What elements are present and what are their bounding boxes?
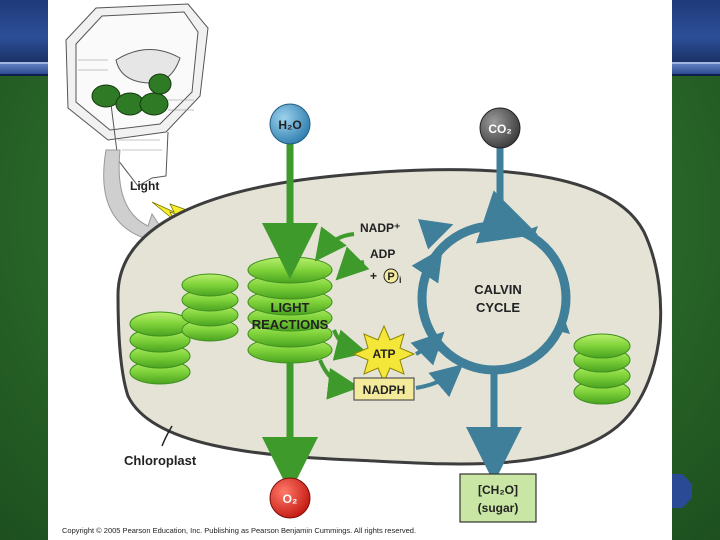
atp-label: ATP: [372, 347, 395, 361]
atp-to-calvin-arrow: [410, 331, 445, 366]
sugar-label-line1: [CH₂O]: [478, 483, 518, 497]
nadp-return-arrow: [314, 226, 355, 262]
pi-i-label: i: [399, 275, 402, 285]
pi-circle: [383, 268, 399, 284]
nadph-box: [353, 377, 415, 401]
chloroplast-label: Chloroplast: [124, 453, 197, 468]
co2-label: CO₂: [488, 122, 511, 136]
adp-from-calvin-arrow: [411, 248, 443, 284]
sugar-label-line2: (sugar): [478, 501, 519, 515]
sugar-box: [459, 473, 537, 523]
nadp-plus-label: NADP⁺: [360, 221, 400, 235]
pi-p-label: P: [387, 271, 394, 283]
granum-left-low: [129, 311, 191, 385]
nadph-to-calvin-arrow: [415, 364, 464, 398]
nadph-arrow: [318, 359, 360, 400]
light-label: Light: [130, 179, 159, 193]
copyright-notice: Copyright © 2005 Pearson Education, Inc.…: [62, 526, 417, 535]
adp-return-arrow: [335, 246, 370, 281]
chloroplast-pointer: [161, 425, 173, 447]
cell-chloroplasts: [91, 73, 172, 116]
calvin-cycle-label-line2: CYCLE: [476, 300, 520, 315]
h2o-circle: [269, 103, 311, 145]
diagram-panel: Light H₂O CO₂: [48, 0, 672, 540]
nadph-label: NADPH: [363, 383, 406, 397]
granum-left-high: [181, 273, 239, 342]
nadp-from-calvin-arrow: [417, 219, 454, 250]
adp-label: ADP: [370, 247, 395, 261]
o2-circle: [269, 477, 311, 519]
granum-right: [573, 333, 631, 405]
calvin-cycle-label-line1: CALVIN: [474, 282, 521, 297]
o2-label: O₂: [283, 492, 298, 506]
light-reactions-label-line2: REACTIONS: [252, 317, 329, 332]
light-reactions-label-line1: LIGHT: [271, 300, 310, 315]
co2-circle: [479, 107, 521, 149]
pi-plus-label: +: [370, 269, 377, 283]
atp-arrow: [332, 329, 368, 361]
photosynthesis-diagram: Light H₂O CO₂: [65, 3, 663, 523]
h2o-label: H₂O: [278, 118, 301, 132]
